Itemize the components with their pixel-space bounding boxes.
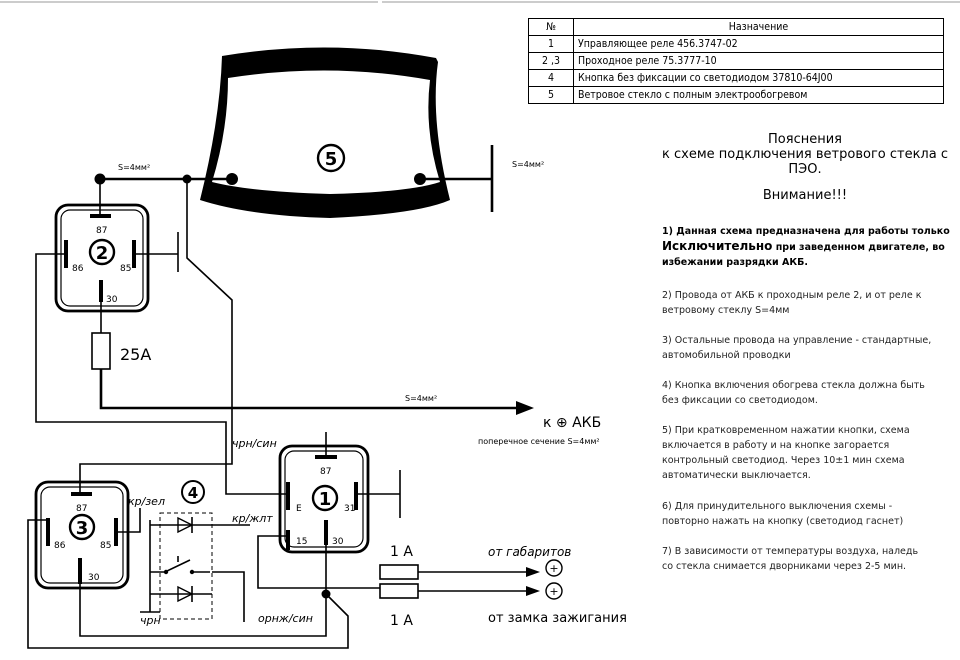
relay-1-label-E: E — [296, 504, 302, 514]
windshield-glass — [212, 70, 440, 194]
note-6: 6) Для принудительного выключения схемы … — [662, 501, 904, 527]
from-gabarit-label: от габаритов — [488, 545, 571, 559]
relay-3-label-86: 86 — [54, 541, 66, 551]
relay-3-number: 3 — [76, 518, 89, 539]
note-1-c: при заведенном двигателе, во — [772, 242, 945, 253]
relay-2-label-30: 30 — [106, 295, 118, 305]
fuse-25a — [91, 332, 111, 370]
diode-icon — [177, 585, 194, 603]
note-7: 7) В зависимости от температуры воздуха,… — [662, 546, 919, 572]
fuse-1a-top — [379, 564, 419, 580]
relay-1-label-87: 87 — [320, 467, 331, 477]
note-1-d: избежании разрядки АКБ. — [662, 257, 808, 268]
note-1-b: Исключительно — [662, 239, 773, 253]
button-4-outline — [159, 512, 213, 620]
relay-2-body — [54, 203, 150, 313]
wire-glass-to-relay3-87 — [79, 179, 233, 494]
glass-terminal-left — [226, 173, 238, 185]
wire-label-chrn-sin: чрн/син — [232, 437, 277, 450]
gabarit-plus-icon — [545, 559, 563, 577]
fuse-1a-bottom — [379, 583, 419, 599]
relay-2-inner — [60, 209, 144, 307]
from-ignition-label: от замка зажигания — [488, 611, 627, 626]
relay-1-inner — [284, 450, 364, 548]
akb-arrow — [516, 401, 534, 415]
wire-button-out — [212, 571, 245, 622]
button-4: 4 — [149, 480, 250, 620]
ignition-plus-icon — [545, 582, 563, 600]
explanations-title: Пояснения к схеме подключения ветрового … — [660, 132, 950, 177]
wire-label-ornzh-sin: орнж/син — [258, 612, 313, 625]
fuse-1a-top-label: 1 A — [390, 544, 413, 560]
wire-label-chrn: чрн — [140, 614, 161, 627]
relay-2: 2 87 86 85 30 — [54, 179, 150, 313]
wire-fuse-to-akb — [99, 369, 520, 410]
glass-terminal-right — [414, 173, 426, 185]
note-1: 1) Данная схема предназначена для работы… — [662, 224, 952, 270]
note-1-a: 1) Данная схема предназначена для работы… — [662, 226, 950, 237]
explanations-title-line2: к схеме подключения ветрового стекла с П… — [662, 147, 948, 177]
wire-label-kr-zel: кр/зел — [128, 495, 165, 508]
wire-relay2-86-to-relay1-E — [35, 253, 288, 495]
glass-number: 5 — [325, 149, 338, 170]
note-4: 4) Кнопка включения обогрева стекла долж… — [662, 380, 925, 406]
relay-1-label-30: 30 — [332, 537, 344, 547]
relay-1-body — [278, 444, 370, 554]
button-4-number: 4 — [188, 484, 198, 502]
attention-heading: Внимание!!! — [762, 188, 848, 203]
wire-section-akb: S=4мм² — [405, 394, 437, 403]
note-3: 3) Остальные провода на управление - ста… — [662, 335, 932, 361]
gabarit-plus-glyph: + — [549, 562, 558, 575]
wire-relay1-30-to-relay3-30 — [79, 584, 327, 637]
fuse-1a-bottom-label: 1 A — [390, 613, 413, 629]
windshield: 5 — [200, 47, 450, 218]
relay-3-label-87: 87 — [76, 504, 87, 514]
relay-1-label-15: 15 — [296, 537, 307, 547]
gabarit-arrow — [526, 567, 540, 577]
explanations-title-line1: Пояснения — [768, 132, 842, 147]
switch-contact-icon — [150, 559, 191, 573]
relay-2-number-circle — [88, 238, 116, 266]
relay-2-label-86: 86 — [72, 264, 84, 274]
switch-node — [189, 569, 195, 575]
relay-2-label-87: 87 — [96, 226, 107, 236]
legend-row-text: Ветровое стекло с полным электрообогрево… — [573, 86, 944, 104]
glass-number-circle — [316, 143, 346, 173]
relay-2-number: 2 — [96, 243, 109, 264]
relay-1-number-circle — [311, 484, 339, 512]
wire-section-right: S=4мм² — [512, 160, 544, 169]
wire-label-kr-zhlt: кр/жлт — [232, 512, 273, 525]
wire-section-left: S=4мм² — [118, 163, 150, 172]
akb-section-label: поперечное сечение S=4мм² — [478, 437, 600, 446]
fuse-25a-label: 25A — [120, 345, 151, 364]
legend-row: 5 Ветровое стекло с полным электрообогре… — [528, 86, 944, 104]
legend-table: № Назначение 1 Управляющее реле 456.3747… — [528, 18, 944, 104]
led-diode-icon — [177, 516, 194, 534]
relay-3-label-30: 30 — [88, 573, 100, 583]
relay-1-number: 1 — [319, 489, 332, 510]
akb-label: к ⊕ АКБ — [543, 415, 601, 431]
relay-3: 3 87 86 85 30 — [34, 480, 130, 590]
relay-1-label-31: 31 — [344, 504, 355, 514]
relay-3-number-circle — [68, 513, 96, 541]
switch-node — [163, 569, 169, 575]
relay-3-body — [34, 480, 130, 590]
relay-3-label-85: 85 — [100, 541, 111, 551]
note-2: 2) Провода от АКБ к проходным реле 2, и … — [662, 290, 922, 316]
ignition-plus-glyph: + — [549, 585, 558, 598]
legend-row: 1 Управляющее реле 456.3747-02 — [528, 35, 944, 53]
wire-relay3-85 — [116, 508, 141, 533]
button-4-number-circle — [181, 480, 205, 504]
relay-1: 1 87 E 31 15 30 — [278, 444, 370, 554]
relay-2-label-85: 85 — [120, 264, 131, 274]
ignition-arrow — [526, 586, 540, 596]
note-5: 5) При кратковременном нажатии кнопки, с… — [662, 425, 910, 481]
wire-relay1-15 — [257, 535, 380, 589]
